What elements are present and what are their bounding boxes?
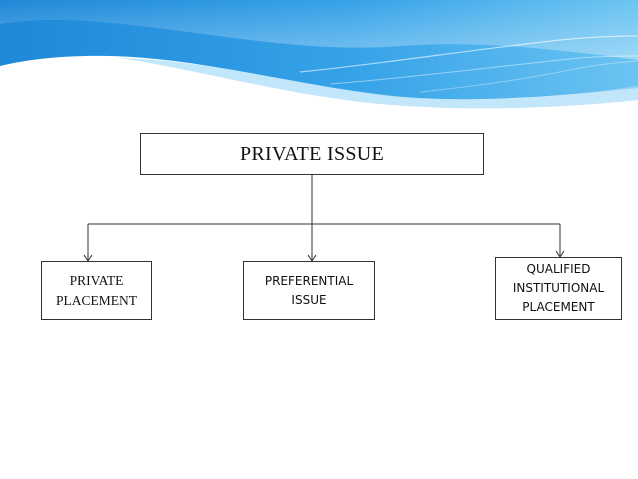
- root-node-private-issue: PRIVATE ISSUE: [140, 133, 484, 175]
- banner-wave-line-3: [419, 60, 638, 93]
- banner-wave-light: [120, 58, 638, 109]
- banner-wave-line-2: [329, 55, 638, 85]
- child-node-preferential-issue: PREFERENTIAL ISSUE: [243, 261, 375, 320]
- child-node-label: QUALIFIED INSTITUTIONAL PLACEMENT: [512, 262, 605, 314]
- child-node-private-placement: PRIVATE PLACEMENT: [41, 261, 152, 320]
- decorative-wave-banner: [0, 0, 638, 109]
- banner-wave-highlight: [0, 0, 638, 60]
- child-node-qualified-institutional-placement: QUALIFIED INSTITUTIONAL PLACEMENT: [495, 257, 622, 320]
- child-node-label: PREFERENTIAL ISSUE: [264, 273, 354, 307]
- banner-wave-line-1: [299, 35, 638, 73]
- root-node-label: PRIVATE ISSUE: [239, 142, 385, 165]
- child-node-label: PRIVATE PLACEMENT: [56, 272, 137, 308]
